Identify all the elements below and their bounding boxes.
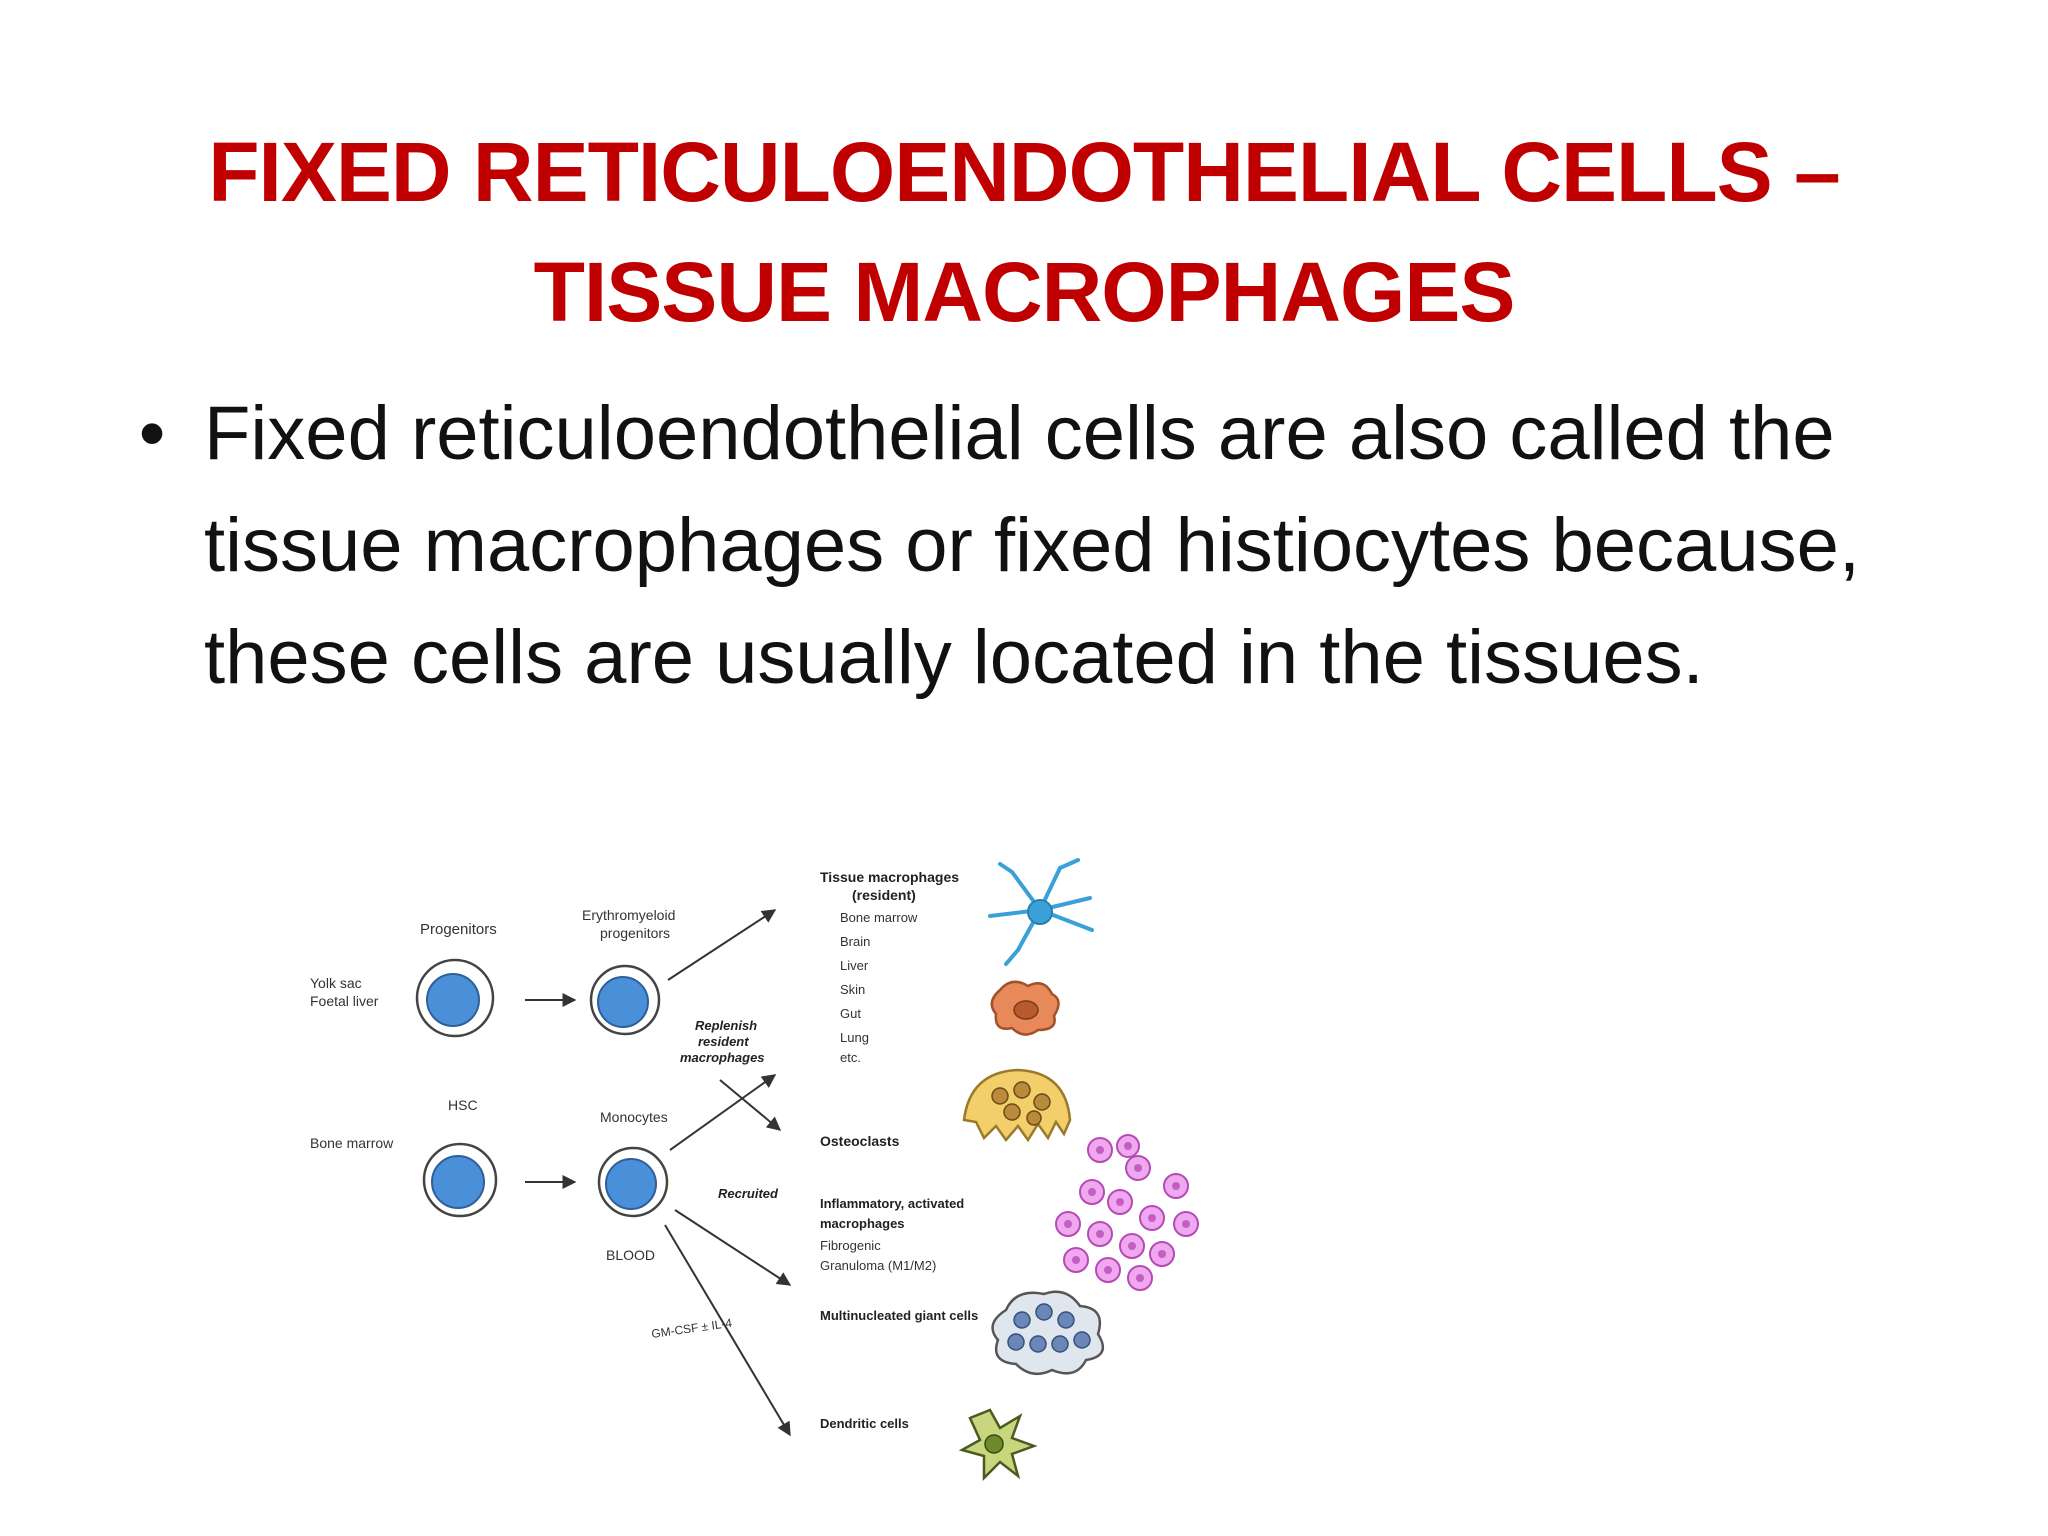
label-blood: BLOOD: [606, 1247, 655, 1263]
label-inflammatory-2: macrophages: [820, 1216, 905, 1231]
progenitor-cell: [415, 958, 495, 1038]
label-progenitors: Progenitors: [420, 921, 497, 938]
label-tm-bone-marrow: Bone marrow: [840, 910, 918, 925]
giant-cell-icon: [991, 1290, 1105, 1376]
arrow-monocyte-to-tissue: [669, 1074, 777, 1151]
label-osteoclasts: Osteoclasts: [820, 1133, 900, 1149]
arrow-to-dendritic: [664, 1224, 791, 1437]
label-recruited: Recruited: [718, 1186, 779, 1201]
macrophage-origin-diagram: Progenitors Yolk sac Foetal liver HSC Bo…: [300, 850, 1280, 1490]
liver-macrophage-icon: [990, 980, 1060, 1036]
bullet-marker: •: [138, 391, 166, 476]
label-tm-brain: Brain: [840, 934, 870, 949]
slide-title-line-2: TISSUE MACROPHAGES: [533, 245, 1516, 339]
dendritic-cell-icon: [958, 1408, 1038, 1482]
label-hsc: HSC: [448, 1097, 478, 1113]
label-tm-etc: etc.: [840, 1050, 861, 1065]
label-replenish-1: Replenish: [695, 1018, 757, 1033]
label-tissue-macrophages-1: Tissue macrophages: [820, 869, 959, 885]
label-giant-cells: Multinucleated giant cells: [820, 1308, 978, 1323]
label-tm-skin: Skin: [840, 982, 865, 997]
label-replenish-3: macrophages: [680, 1050, 765, 1065]
label-dendritic-cells: Dendritic cells: [820, 1416, 909, 1431]
microglia-cell-icon: [988, 858, 1094, 966]
label-inflammatory-1: Inflammatory, activated: [820, 1196, 964, 1211]
arrow-emp-to-tissue: [667, 909, 777, 981]
slide-title: FIXED RETICULOENDOTHELIAL CELLS – TISSUE…: [0, 112, 2048, 352]
inflammatory-macrophage-cluster-icon: [1055, 1134, 1199, 1291]
inflammatory-nuclei: [1064, 1142, 1190, 1282]
monocyte-cell: [597, 1146, 669, 1218]
label-erythromyeloid-2: progenitors: [600, 925, 670, 941]
erythromyeloid-progenitor-cell: [589, 964, 661, 1036]
arrow-to-osteoclasts: [719, 1079, 782, 1131]
label-erythromyeloid: Erythromyeloid: [582, 907, 675, 923]
label-tm-gut: Gut: [840, 1006, 861, 1021]
label-fibrogenic: Fibrogenic: [820, 1238, 881, 1253]
label-tissue-macrophages-2: (resident): [852, 887, 916, 903]
label-yolk-sac: Yolk sac: [310, 975, 362, 991]
label-bone-marrow-left: Bone marrow: [310, 1135, 394, 1151]
label-replenish-2: resident: [698, 1034, 749, 1049]
diagram-canvas: Progenitors Yolk sac Foetal liver HSC Bo…: [310, 858, 1199, 1482]
label-tm-liver: Liver: [840, 958, 869, 973]
label-monocytes: Monocytes: [600, 1109, 668, 1125]
hsc-cell: [422, 1142, 498, 1218]
arrow-to-giant-cells: [674, 1209, 792, 1286]
osteoclast-icon: [962, 1068, 1072, 1143]
bullet-text: Fixed reticuloendothelial cells are also…: [204, 391, 1860, 700]
label-foetal-liver: Foetal liver: [310, 993, 379, 1009]
slide-title-line-1: FIXED RETICULOENDOTHELIAL CELLS –: [208, 125, 1841, 219]
label-tm-lung: Lung: [840, 1030, 869, 1045]
label-granuloma: Granuloma (M1/M2): [820, 1258, 936, 1273]
